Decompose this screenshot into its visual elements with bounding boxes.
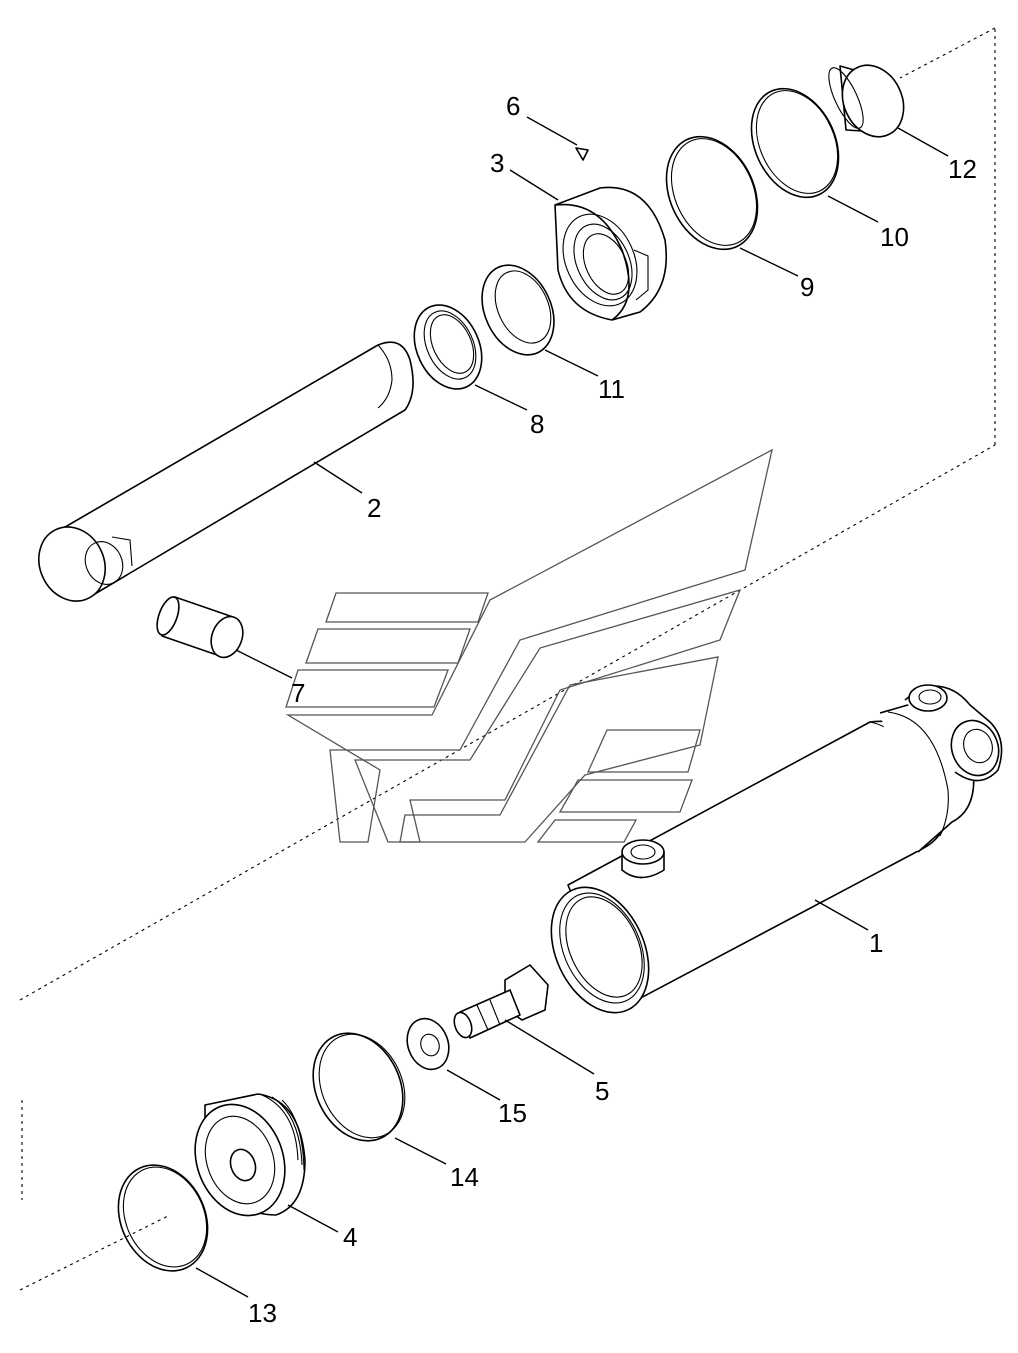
- callout-6: 6: [506, 91, 520, 121]
- callout-15: 15: [498, 1098, 527, 1128]
- gland-part: [554, 186, 668, 321]
- piston-rod-part: [38, 341, 414, 602]
- wiper-ring-part: [481, 264, 555, 356]
- callout-labels: 1 2 3 4 5 6 7 8 9 10 11 12 13 14 15: [248, 91, 977, 1328]
- callout-14: 14: [450, 1162, 479, 1192]
- callout-2: 2: [367, 493, 381, 523]
- callout-4: 4: [343, 1222, 357, 1252]
- bushing-part: [156, 596, 244, 659]
- gland-bushing-part: [828, 64, 905, 138]
- assembly-axis-lines: [19, 27, 996, 1291]
- piston-ring-part: [117, 1164, 209, 1272]
- cylinder-barrel-part: [550, 684, 1003, 1014]
- callout-13: 13: [248, 1298, 277, 1328]
- rod-seal-part: [413, 304, 483, 390]
- callout-7: 7: [291, 678, 305, 708]
- callout-3: 3: [490, 148, 504, 178]
- o-ring-large-part: [665, 135, 759, 251]
- hydraulic-fitting-part: [453, 964, 549, 1039]
- callout-1: 1: [869, 928, 883, 958]
- piston-o-ring-part: [312, 1032, 406, 1142]
- callout-10: 10: [880, 222, 909, 252]
- callout-8: 8: [530, 409, 544, 439]
- callout-11: 11: [598, 374, 625, 404]
- set-screw-part: [575, 147, 589, 161]
- piston-part: [194, 1093, 306, 1217]
- callout-9: 9: [800, 272, 814, 302]
- callout-12: 12: [948, 154, 977, 184]
- leader-lines: [195, 116, 949, 1298]
- watermark-logo: [285, 448, 773, 843]
- callout-5: 5: [595, 1076, 609, 1106]
- backup-ring-part: [750, 87, 840, 199]
- washer-part: [406, 1017, 450, 1071]
